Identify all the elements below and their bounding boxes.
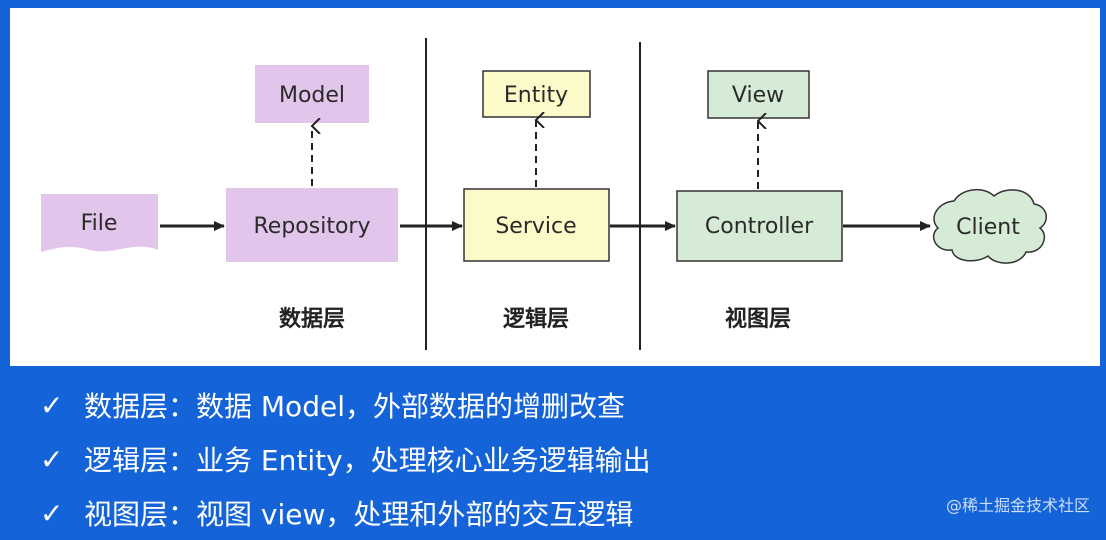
diagram-panel: File Repository Model Service Entity Con… [10, 8, 1100, 366]
entity-label: Entity [504, 83, 568, 108]
view-label: View [732, 83, 784, 108]
bullet-item-data-layer: ✓ 数据层：数据 Model，外部数据的增删改查 [40, 378, 1080, 432]
view-node [707, 70, 810, 119]
layer-label-logic: 逻辑层 [503, 306, 569, 332]
service-label: Service [495, 214, 576, 239]
bullet-item-view-layer: ✓ 视图层：视图 view，处理和外部的交互逻辑 [40, 486, 1080, 540]
watermark: @稀土掘金技术社区 [945, 496, 1090, 515]
check-icon: ✓ [40, 388, 64, 422]
layer-label-view: 视图层 [725, 306, 791, 332]
file-label: File [81, 211, 118, 236]
layer-label-data: 数据层 [279, 306, 345, 332]
bullet-item-logic-layer: ✓ 逻辑层：业务 Entity，处理核心业务逻辑输出 [40, 432, 1080, 486]
bullet-list: ✓ 数据层：数据 Model，外部数据的增删改查 ✓ 逻辑层：业务 Entity… [40, 378, 1080, 540]
client-label: Client [956, 215, 1020, 240]
model-label: Model [279, 83, 345, 108]
check-icon: ✓ [40, 442, 64, 476]
repository-label: Repository [254, 214, 371, 239]
service-node [463, 188, 610, 262]
architecture-diagram: File Repository Model Service Entity Con… [41, 38, 1047, 350]
controller-label: Controller [705, 214, 814, 239]
bullet-text: 数据层：数据 Model，外部数据的增删改查 [84, 390, 625, 423]
bullet-text: 视图层：视图 view，处理和外部的交互逻辑 [84, 498, 634, 531]
controller-node [676, 190, 843, 262]
bullet-text: 逻辑层：业务 Entity，处理核心业务逻辑输出 [84, 444, 651, 477]
model-node [255, 65, 369, 123]
file-node [41, 194, 158, 252]
check-icon: ✓ [40, 496, 64, 530]
client-node [932, 189, 1047, 264]
repository-node [226, 188, 398, 262]
